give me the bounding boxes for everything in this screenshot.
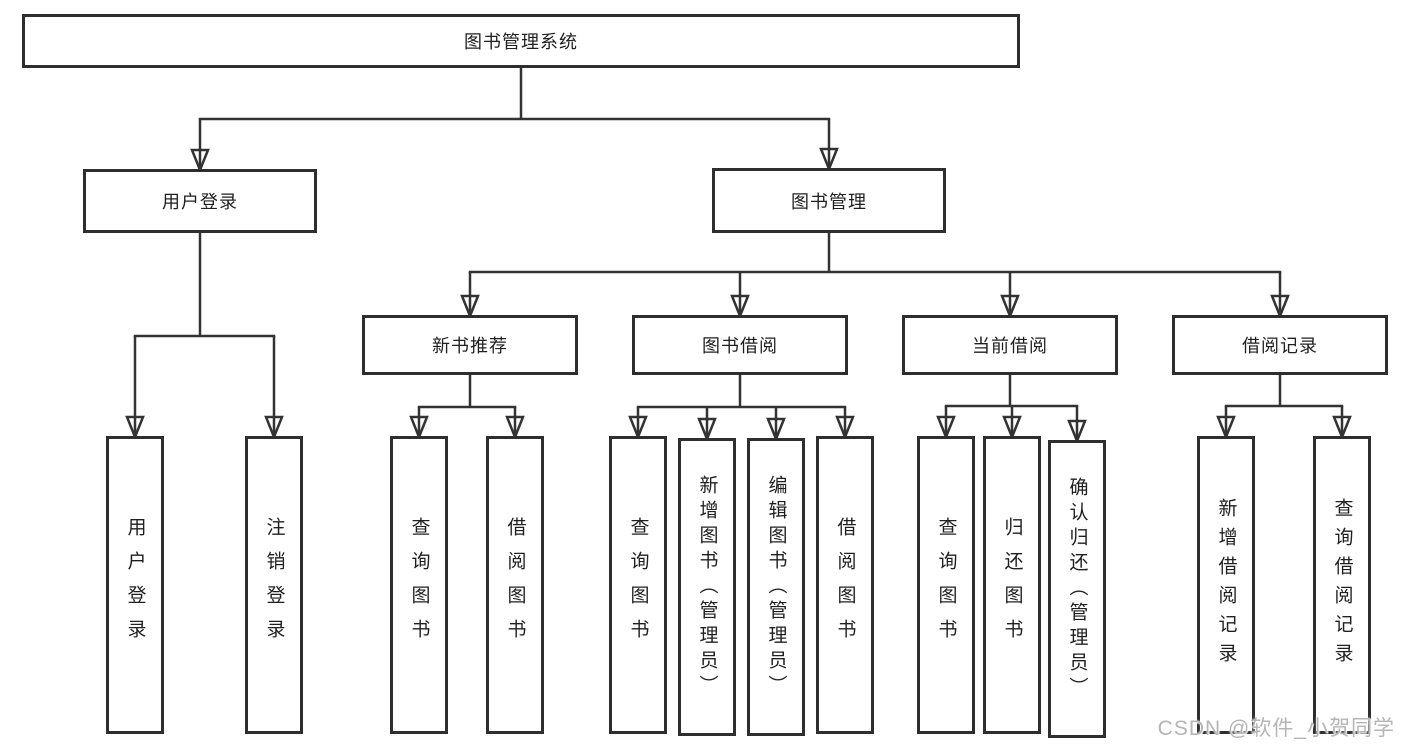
node-label: 借阅记录 — [1242, 336, 1318, 356]
leaf-label: 归还图书 — [1001, 517, 1023, 653]
node-label: 图书管理系统 — [464, 32, 578, 52]
node-label: 新书推荐 — [432, 336, 508, 356]
node-current-borrowing: 当前借阅 — [902, 315, 1118, 375]
node-label: 当前借阅 — [972, 336, 1048, 356]
leaf-logout: 注销登录 — [245, 436, 303, 734]
node-label: 用户登录 — [162, 192, 238, 212]
leaf-user-login: 用户登录 — [106, 436, 164, 734]
leaf-confirm-return-admin: 确认归还（管理员） — [1048, 440, 1106, 738]
leaf-borrow-books: 借阅图书 — [816, 436, 874, 734]
leaf-add-book-admin: 新增图书（管理员） — [678, 438, 736, 736]
node-new-book-recommendation: 新书推荐 — [362, 315, 578, 375]
watermark: CSDN @软件_小贺同学 — [1157, 717, 1395, 740]
node-book-management: 图书管理 — [712, 168, 946, 233]
leaf-label: 借阅图书 — [504, 517, 526, 653]
leaf-query-borrow-record: 查询借阅记录 — [1313, 436, 1371, 734]
leaf-label: 用户登录 — [124, 517, 146, 653]
leaf-label: 新增图书（管理员） — [696, 474, 718, 700]
leaf-query-books-borrow: 查询图书 — [609, 436, 667, 734]
node-book-borrowing: 图书借阅 — [632, 315, 848, 375]
leaf-edit-book-admin: 编辑图书（管理员） — [747, 438, 805, 736]
leaf-label: 查询图书 — [627, 517, 649, 653]
leaf-return-book: 归还图书 — [983, 436, 1041, 734]
leaf-query-books-current: 查询图书 — [917, 436, 975, 734]
leaf-label: 借阅图书 — [834, 517, 856, 653]
leaf-label: 注销登录 — [263, 517, 285, 653]
leaf-label: 编辑图书（管理员） — [765, 474, 787, 700]
node-label: 图书借阅 — [702, 336, 778, 356]
node-borrowing-records: 借阅记录 — [1172, 315, 1388, 375]
node-library-management-system: 图书管理系统 — [22, 14, 1020, 68]
leaf-label: 查询借阅记录 — [1331, 498, 1353, 672]
node-label: 图书管理 — [791, 191, 867, 212]
leaf-query-books-recommend: 查询图书 — [390, 436, 448, 734]
leaf-label: 查询图书 — [408, 517, 430, 653]
node-user-login: 用户登录 — [83, 169, 317, 233]
leaf-label: 查询图书 — [935, 517, 957, 653]
leaf-borrow-books-recommend: 借阅图书 — [486, 436, 544, 734]
leaf-label: 新增借阅记录 — [1215, 498, 1237, 672]
leaf-label: 确认归还（管理员） — [1066, 476, 1088, 702]
leaf-add-borrow-record: 新增借阅记录 — [1197, 436, 1255, 734]
